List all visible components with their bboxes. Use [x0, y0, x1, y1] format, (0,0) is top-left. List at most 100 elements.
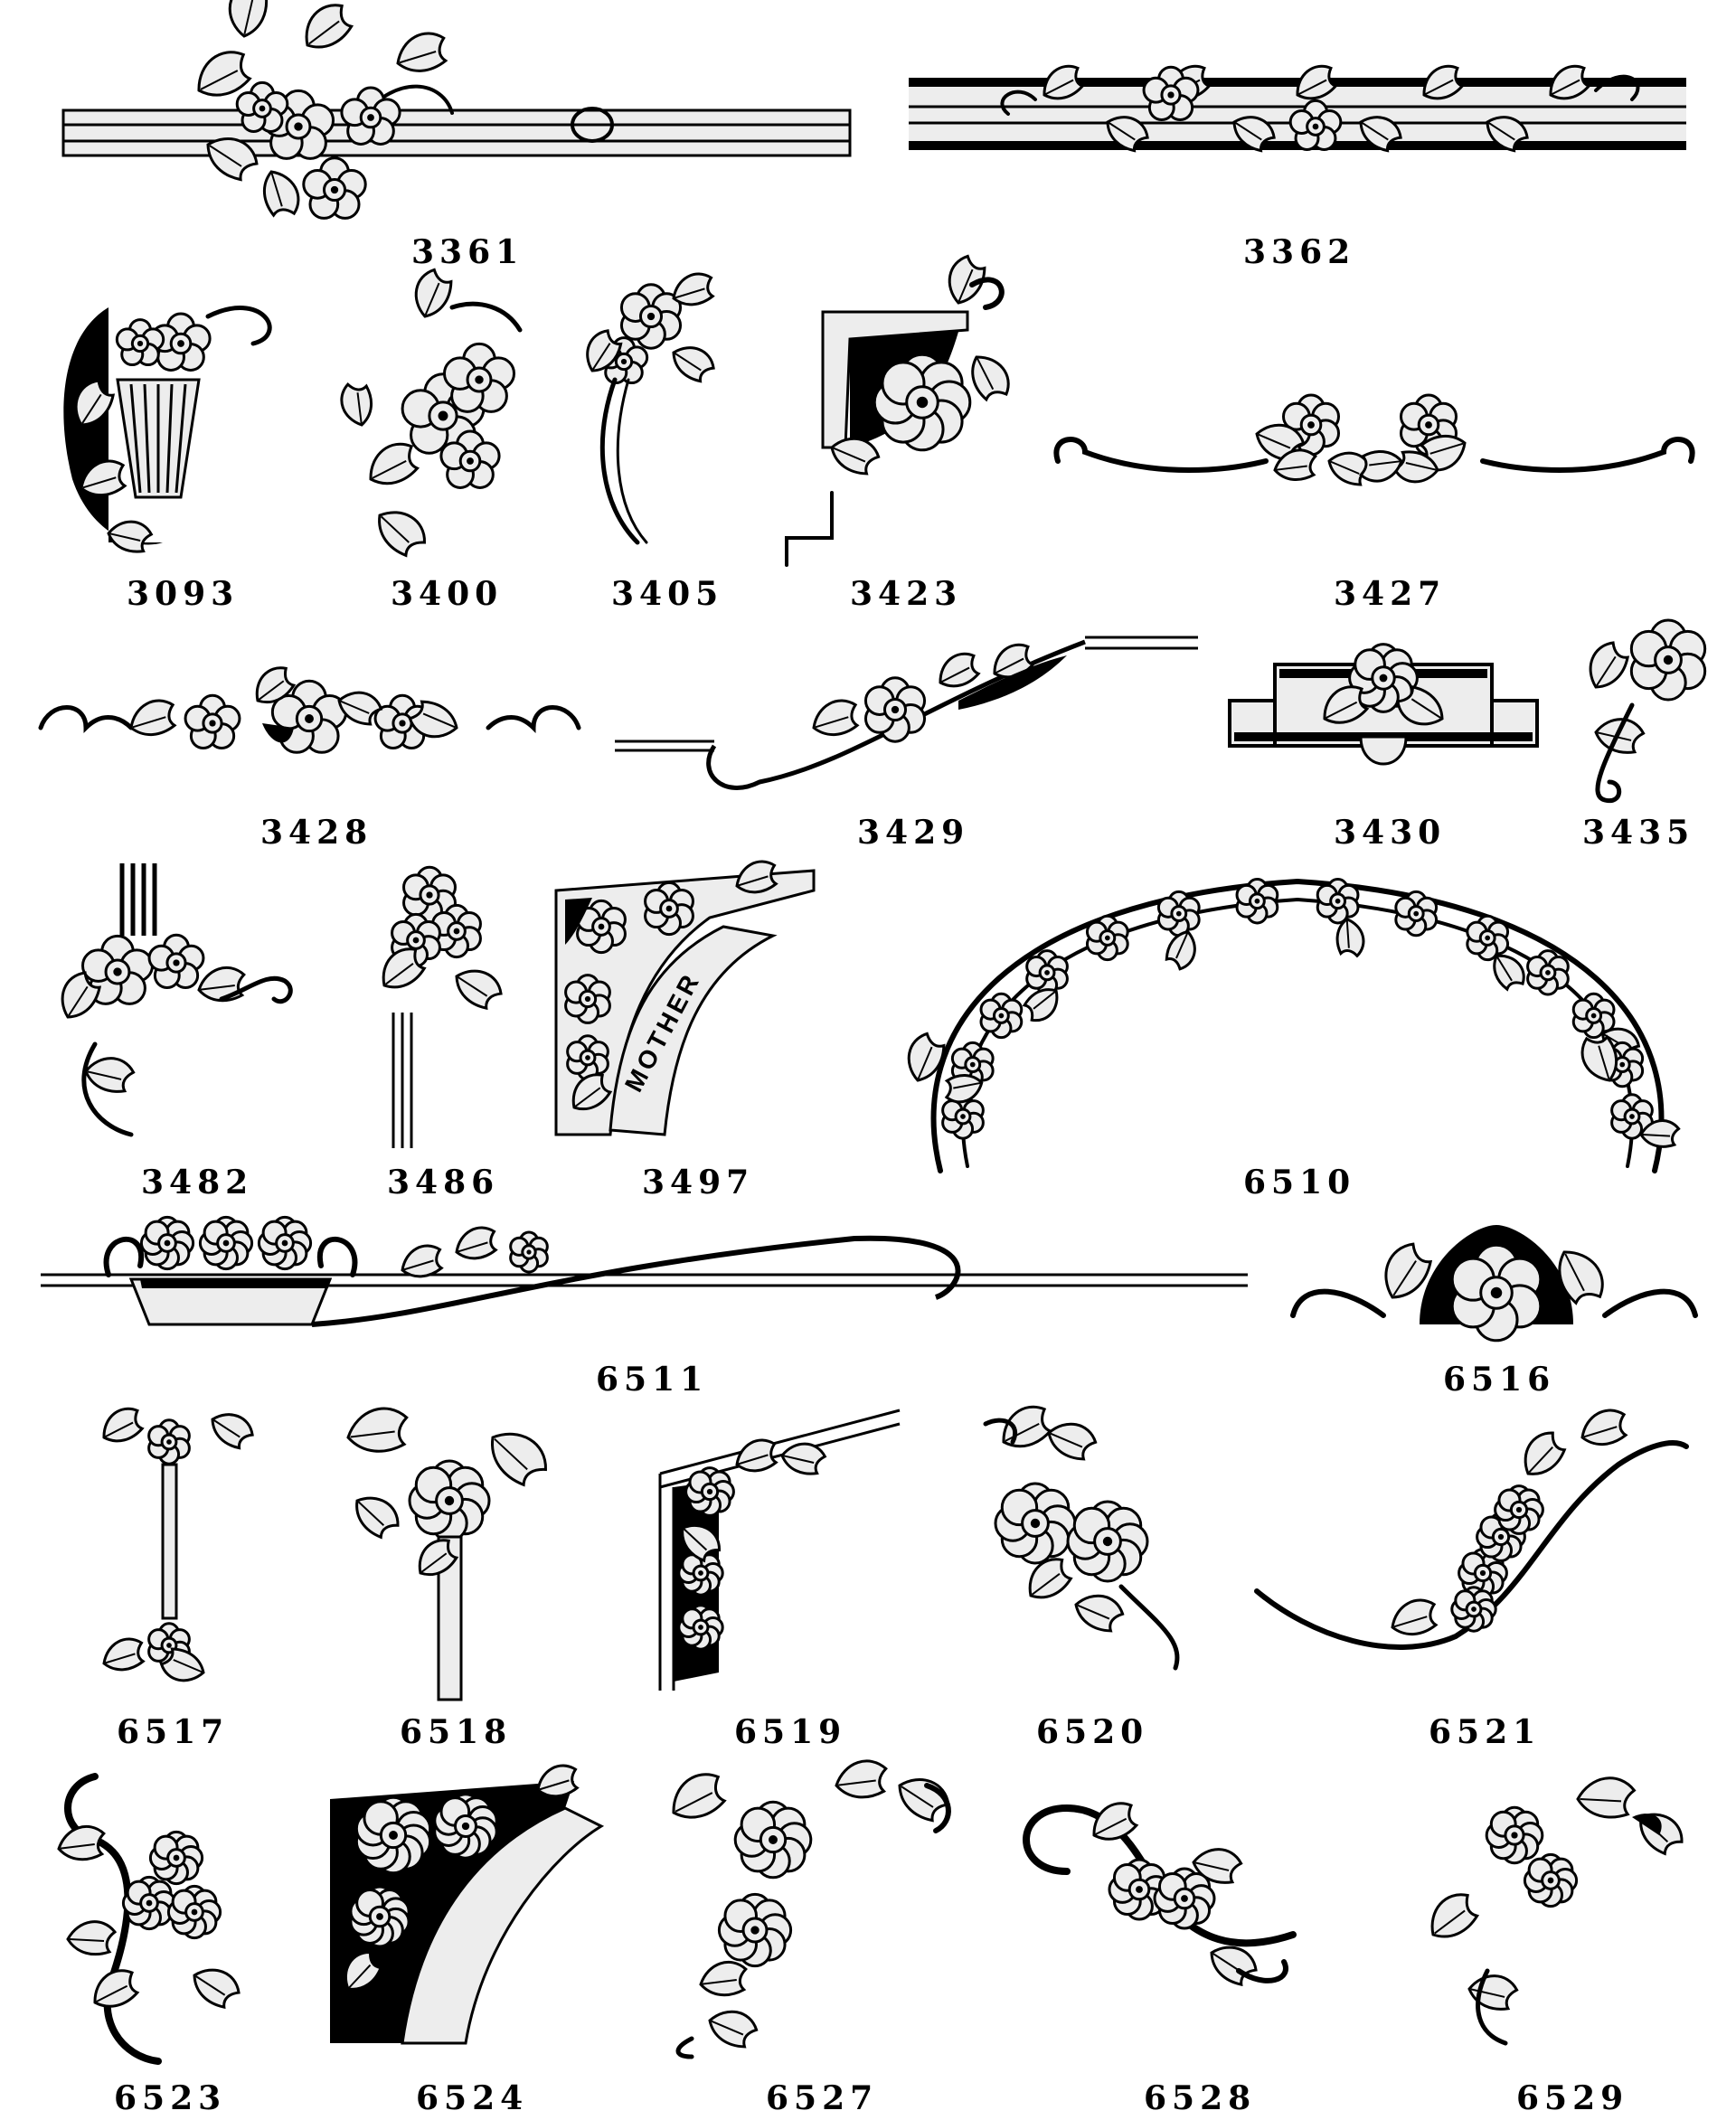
flower-motif	[433, 1793, 498, 1860]
scroll-motif	[316, 1236, 358, 1277]
ornament-6524	[330, 1764, 624, 2052]
code-label: 6516	[1443, 1361, 1556, 1399]
leaf-motif	[1580, 1034, 1618, 1082]
leaf-motif	[948, 254, 986, 305]
scroll-motif	[1595, 702, 1635, 804]
ornament-6519	[646, 1401, 909, 1700]
flower-motif	[1629, 618, 1707, 702]
leaf-motif	[1047, 1422, 1098, 1461]
leaf-motif	[159, 1647, 205, 1682]
ink-fill	[262, 723, 294, 743]
leaf-motif	[129, 699, 177, 736]
code-label: 3361	[411, 233, 524, 271]
leaf-motif	[944, 1074, 984, 1104]
flower-crest-stem-art	[346, 1407, 547, 1701]
flower-motif	[1085, 914, 1129, 962]
leaf-motif	[571, 1073, 613, 1111]
scroll-motif	[983, 1418, 1018, 1445]
code-label: 6527	[766, 2079, 879, 2117]
floral-band-art	[909, 64, 1686, 153]
floral-rail-art	[61, 0, 852, 220]
code-label: 6518	[400, 1713, 513, 1751]
leaf-motif	[408, 700, 458, 739]
scroll-motif	[103, 1236, 145, 1277]
flower-motif	[1156, 890, 1201, 938]
flower-tendril-art	[1589, 618, 1707, 804]
floral-garland-art	[38, 666, 581, 754]
leaf-motif	[1323, 685, 1370, 724]
flower-motif	[147, 1622, 191, 1669]
flower-motif	[873, 353, 972, 452]
ornament-3427	[1049, 380, 1700, 506]
mother-ribbon-corner-art: MOTHER	[554, 860, 816, 1136]
ornament-3093	[54, 280, 307, 561]
scroll-motif	[969, 277, 1005, 310]
flower-motif	[184, 693, 241, 749]
scroll-motif	[924, 1783, 951, 1833]
ornament-6528	[1013, 1799, 1302, 2007]
leaf-motif	[835, 1759, 888, 1799]
ornament-6520	[976, 1405, 1189, 1682]
flower-motif	[148, 1830, 204, 1886]
code-label: 6521	[1429, 1713, 1542, 1751]
ornament-3362	[909, 54, 1686, 181]
leaf-motif	[1273, 448, 1317, 481]
flower-motif	[235, 80, 289, 134]
leaf-motif	[84, 1057, 136, 1093]
column-floral-art	[61, 863, 293, 1137]
ornament-6518	[321, 1401, 579, 1704]
leaf-motif	[401, 1244, 444, 1278]
scroll-motif	[1254, 1440, 1689, 1650]
leaf-motif	[61, 971, 102, 1019]
scroll-motif	[1000, 90, 1037, 116]
code-label: 6524	[416, 2079, 529, 2117]
leaf-motif	[1002, 1405, 1053, 1448]
leaf-motif	[418, 1539, 459, 1577]
scroll-motif	[1118, 1584, 1180, 1671]
code-label: 3400	[391, 575, 504, 613]
ornament-3482	[61, 863, 312, 1144]
leaf-motif	[193, 1968, 241, 2010]
leaf-motif	[80, 459, 127, 496]
flower-basket-rail-art	[41, 1215, 1248, 1327]
leaf-motif	[263, 170, 300, 218]
leaf-motif	[340, 382, 373, 427]
quarter-panel-corner-art	[330, 1764, 605, 2045]
flower-motif	[139, 1215, 195, 1271]
leaf-motif	[1549, 64, 1591, 100]
code-label: 6511	[596, 1361, 709, 1399]
flower-motif	[439, 429, 501, 489]
leaf-motif	[1589, 641, 1630, 689]
ornament-6523	[57, 1758, 262, 2066]
flower-motif	[198, 1215, 254, 1271]
scroll-motif	[205, 306, 272, 346]
ornament-3428	[32, 664, 588, 773]
leaf-motif	[672, 1773, 727, 1819]
code-label: 6520	[1036, 1713, 1149, 1751]
leaf-motif	[1422, 64, 1465, 100]
leaf-motif	[1558, 1250, 1604, 1305]
leaf-motif	[93, 1969, 140, 2008]
flower-motif	[257, 1215, 313, 1271]
leaf-motif	[1335, 918, 1365, 958]
leaf-motif	[1392, 450, 1439, 484]
leaf-motif	[1391, 1598, 1439, 1635]
leaf-motif	[1580, 1409, 1628, 1446]
leaf-motif	[735, 1438, 778, 1473]
leaf-motif	[735, 860, 778, 894]
code-label: 6517	[117, 1713, 230, 1751]
leaf-motif	[255, 666, 297, 704]
leaf-motif	[455, 969, 503, 1011]
flower-motif	[564, 974, 611, 1024]
code-label: 3428	[260, 814, 373, 852]
code-label: 3482	[141, 1164, 254, 1201]
flower-motif	[863, 676, 927, 743]
flower-motif	[1494, 1484, 1544, 1535]
leaf-motif	[455, 1226, 498, 1260]
leaf-motif	[1384, 1242, 1433, 1299]
flower-motif	[270, 679, 348, 754]
leaf-motif	[1467, 1974, 1519, 2011]
flower-motif	[1153, 1867, 1216, 1930]
flower-motif	[599, 336, 649, 385]
leaf-motif	[536, 1764, 580, 1798]
